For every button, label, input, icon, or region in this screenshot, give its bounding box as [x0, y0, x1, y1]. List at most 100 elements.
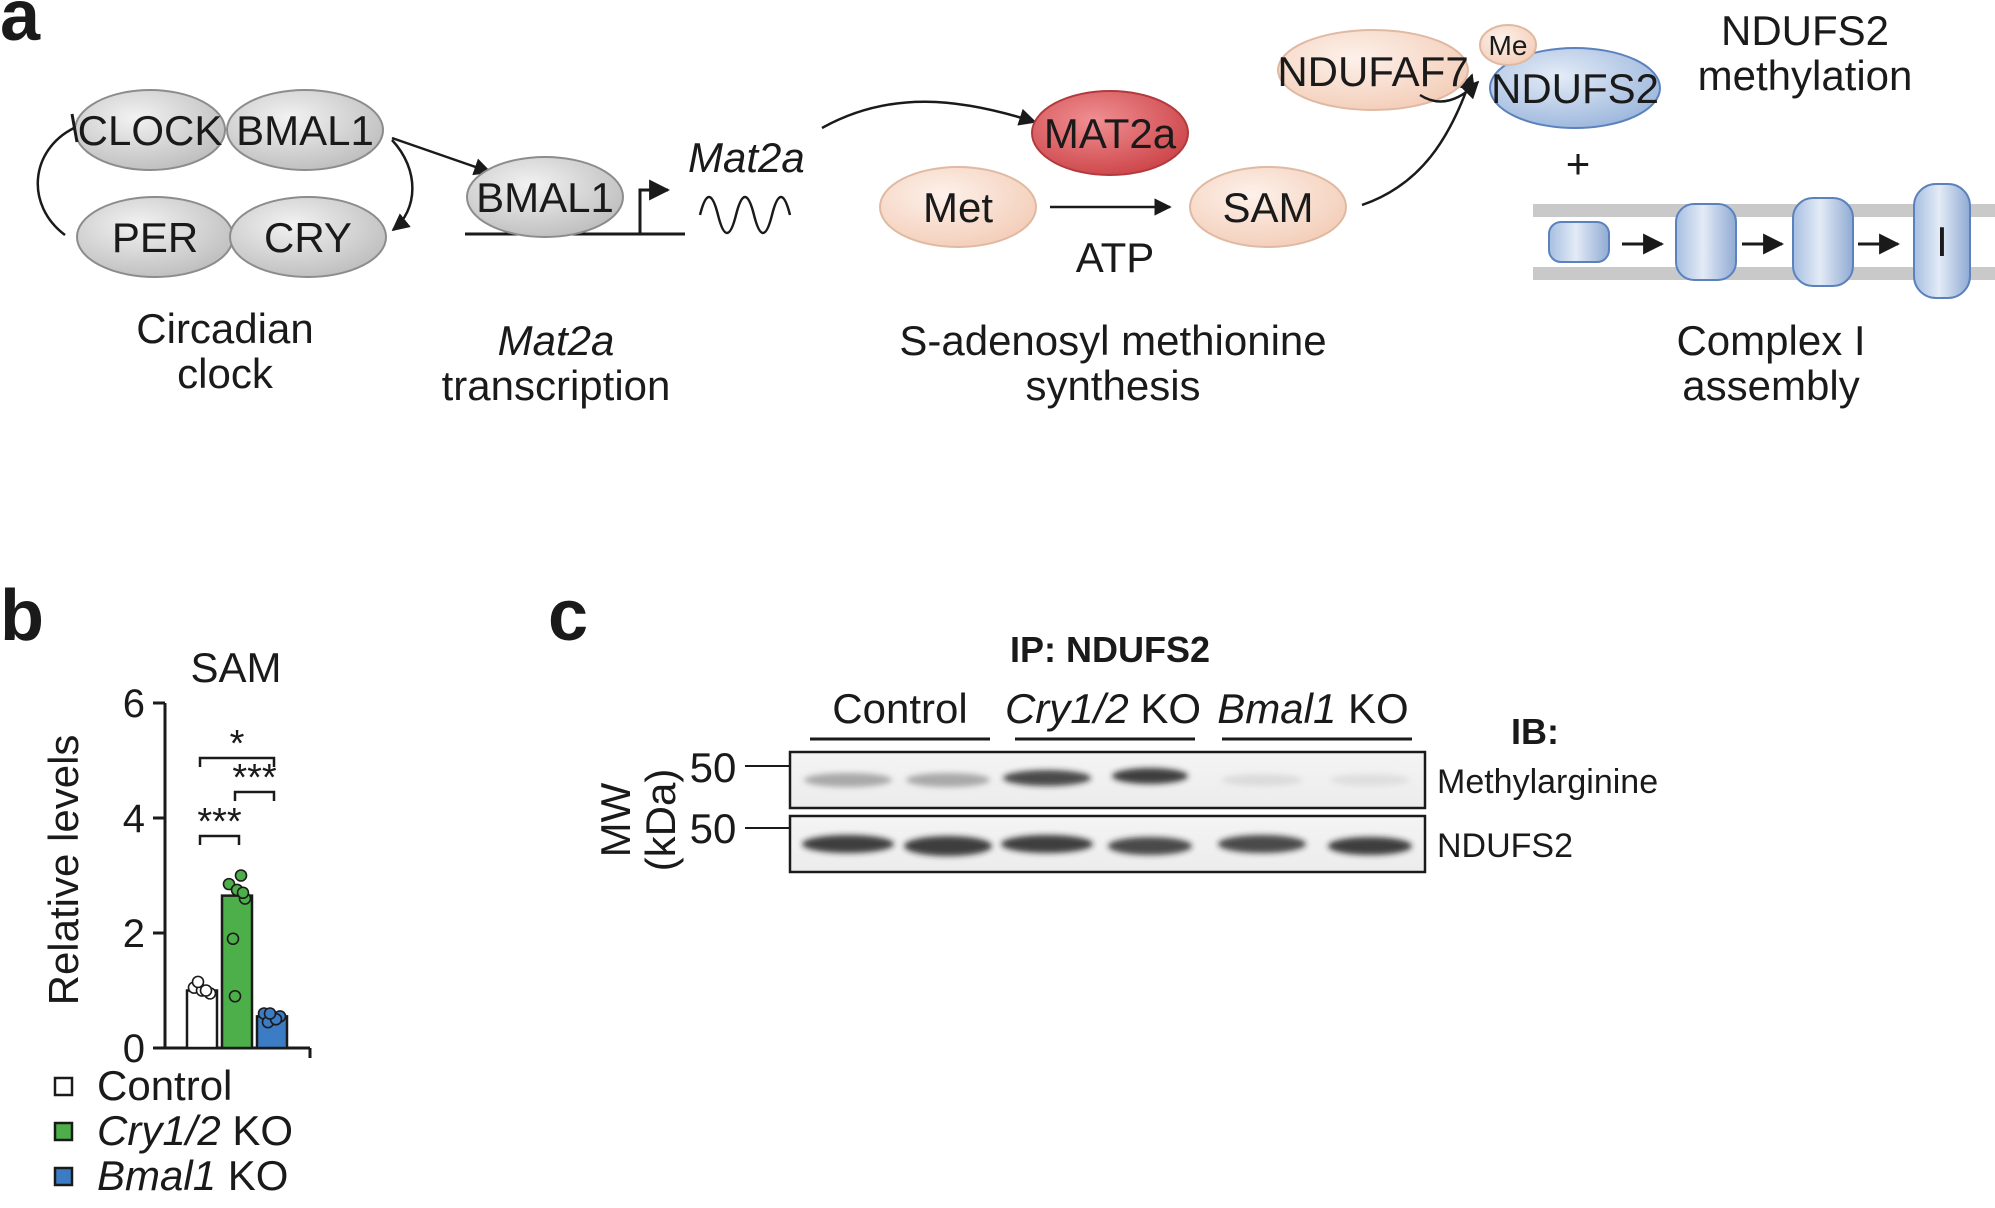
membrane-top	[1533, 204, 1995, 217]
group-label-bmal1-italic: Bmal1	[1217, 685, 1336, 732]
legend-label-text: Control	[97, 1062, 232, 1109]
ib-label: IB:	[1511, 711, 1559, 752]
data-point	[236, 886, 250, 900]
band-1-lane-2	[906, 773, 990, 787]
cry-node	[229, 196, 387, 278]
sam-node	[1189, 166, 1347, 248]
complex-subunit-2	[1675, 203, 1737, 281]
clock-protein-label: CLOCK	[78, 107, 223, 154]
per-label: PER	[112, 214, 198, 261]
mat2a-transcription-diagram: BMAL1 Mat2a Mat2a transcription	[442, 134, 805, 409]
panel-a: a CLOCK BMAL1 PER CRY Circadian clock BM…	[0, 0, 1995, 409]
atp-label: ATP	[1076, 234, 1155, 281]
band-2-lane-1	[802, 835, 894, 853]
group-label-control-text: Control	[832, 685, 967, 732]
legend-label: Cry1/2 KO	[97, 1107, 293, 1154]
data-point	[199, 984, 213, 997]
cry-label: CRY	[264, 214, 352, 261]
bmal1-promoter-label: BMAL1	[476, 174, 614, 221]
group-label-cry-text: KO	[1129, 685, 1201, 732]
group-label-bmal1: Bmal1 KO	[1217, 685, 1408, 732]
ndufaf7-to-ndufs2-arrow	[1419, 80, 1480, 103]
clock-to-transcription-arrow	[391, 136, 492, 176]
clock-activation-arrow	[391, 139, 414, 232]
mrna-to-mat2a-arrow	[821, 100, 1037, 130]
sam-synthesis-caption-line1: S-adenosyl methionine	[899, 317, 1326, 364]
legend-label: Bmal1 KO	[97, 1152, 288, 1199]
ndufaf7-node	[1277, 29, 1469, 111]
group-label-cry-italic: Cry1/2	[1005, 685, 1129, 732]
complex-subunit-3	[1792, 197, 1854, 287]
complex-subunit-1	[1548, 221, 1610, 263]
band-2-lane-5	[1218, 835, 1306, 853]
mrna-wave-icon	[698, 195, 792, 235]
legend-swatch	[53, 1076, 74, 1097]
band-1-lane-4	[1112, 768, 1188, 784]
legend-label: Control	[97, 1062, 232, 1109]
band-2-lane-3	[1001, 835, 1093, 853]
panel-c: c IP: NDUFS2 Control Cry1/2 KO Bmal1 KO …	[548, 576, 1658, 874]
transcription-caption-line2: transcription	[442, 362, 671, 409]
blot-membrane-2	[788, 814, 1427, 874]
panel-c-letter: c	[548, 576, 588, 656]
band-1-lane-3	[1003, 770, 1091, 786]
clock-caption-line2: clock	[177, 350, 274, 397]
mat2a-gene-label: Mat2a	[688, 134, 805, 181]
circadian-clock-diagram: CLOCK BMAL1 PER CRY Circadian clock	[36, 89, 414, 397]
transcription-start-arrow	[638, 179, 671, 234]
legend-label-italic: Bmal1	[97, 1152, 216, 1199]
ndufs2-label: NDUFS2	[1491, 65, 1659, 112]
sam-synthesis-caption-line2: synthesis	[1025, 362, 1200, 409]
ndufs2-methylation-diagram: NDUFAF7 NDUFS2 Me NDUFS2 methylation + I…	[1277, 7, 1995, 409]
y-tick-label: 6	[123, 682, 145, 726]
band-1-lane-1	[804, 773, 892, 787]
y-tick-label: 4	[123, 797, 145, 841]
sam-label: SAM	[1222, 184, 1313, 231]
y-tick-label: 0	[123, 1027, 145, 1071]
panel-a-letter: a	[0, 0, 41, 56]
blot-membrane-1	[788, 750, 1427, 810]
blot-methylarginine: 50 Methylarginine	[690, 744, 1658, 810]
met-node	[879, 166, 1037, 248]
antibody-label-2: NDUFS2	[1437, 827, 1573, 865]
complex-i-label: I	[1936, 218, 1948, 265]
methyl-group-label: Me	[1489, 30, 1528, 61]
legend-label-text: KO	[221, 1107, 293, 1154]
legend-swatch	[53, 1121, 74, 1142]
transcription-caption-line1: Mat2a	[498, 317, 615, 364]
ndufaf7-label: NDUFAF7	[1277, 48, 1468, 95]
group-label-bmal1-text: KO	[1336, 685, 1408, 732]
bar	[220, 894, 254, 1050]
met-label: Met	[923, 184, 993, 231]
chart-axes: 0 2 4 6	[123, 682, 312, 1071]
y-tick-label: 2	[123, 912, 145, 956]
inhibition-bar	[70, 113, 79, 143]
clock-inhibition-arc	[36, 126, 75, 236]
plus-sign: +	[1566, 140, 1591, 187]
significance-label: ***	[197, 801, 242, 843]
ndufs2-node	[1489, 47, 1661, 129]
band-2-lane-6	[1328, 837, 1412, 855]
panel-b-letter: b	[0, 576, 44, 656]
legend-swatch	[53, 1166, 74, 1187]
data-point	[226, 932, 240, 946]
significance-bracket	[198, 834, 241, 845]
group-label-cry: Cry1/2 KO	[1005, 685, 1201, 732]
data-point	[228, 989, 242, 1003]
ip-label: IP: NDUFS2	[1010, 629, 1210, 670]
band-1-lane-6	[1330, 774, 1410, 786]
band-1-lane-5	[1222, 774, 1302, 786]
mw-label-line1: MW	[592, 782, 639, 857]
data-point	[191, 975, 205, 989]
band-2-lane-2	[904, 836, 992, 856]
complex-assembly-caption-line2: assembly	[1682, 362, 1859, 409]
blot-ndufs2: 50 NDUFS2	[690, 805, 1573, 874]
methyl-group-node	[1479, 24, 1537, 66]
data-point	[263, 1007, 277, 1020]
bmal1-clock-node	[226, 89, 384, 171]
blot-bands-2	[802, 835, 1412, 856]
mat2a-enzyme-node	[1031, 90, 1189, 176]
